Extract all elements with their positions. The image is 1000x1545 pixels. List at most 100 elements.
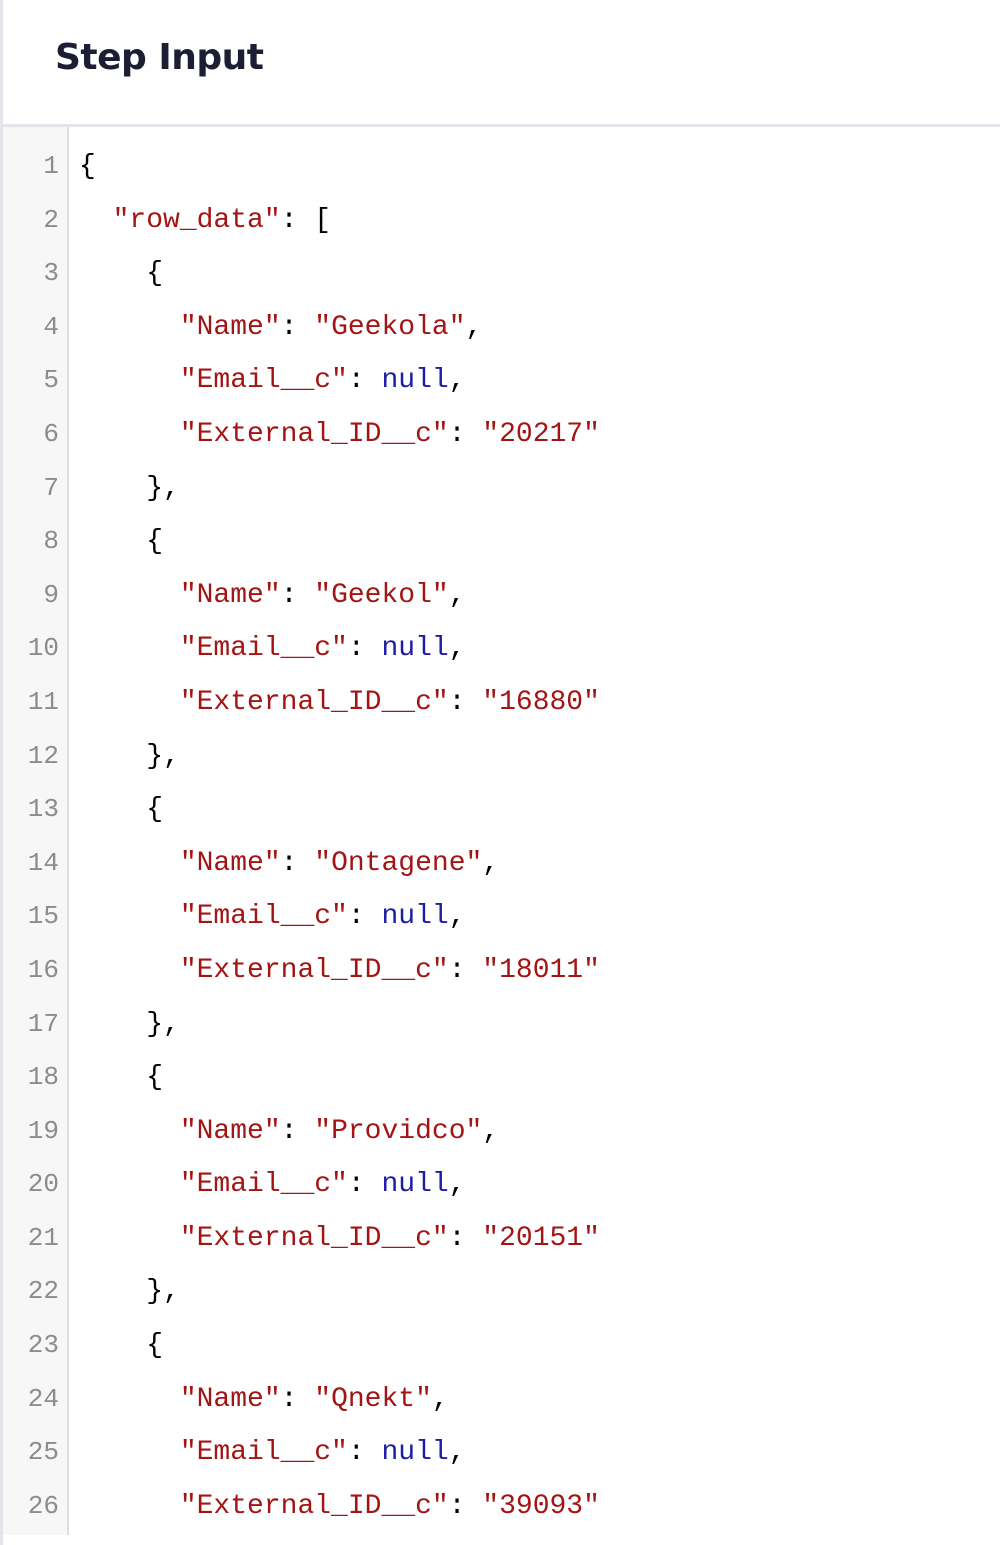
code-line: "Name": "Geekol", — [79, 569, 1000, 623]
line-number: 25 — [27, 1437, 59, 1468]
code-line: { — [79, 140, 1000, 194]
indent — [79, 1009, 146, 1040]
json-punctuation-token: : — [280, 1115, 315, 1147]
json-null-token: null — [381, 1437, 449, 1469]
indent — [79, 205, 113, 236]
json-string-token: "Name" — [179, 1115, 281, 1147]
code-line: { — [79, 1051, 1000, 1105]
json-punctuation-token: : — [347, 633, 382, 665]
json-punctuation-token: }, — [146, 1008, 180, 1040]
json-punctuation-token: : — [448, 686, 483, 718]
line-number: 24 — [27, 1383, 59, 1414]
line-number: 10 — [27, 633, 59, 664]
json-punctuation-token: , — [465, 311, 483, 343]
code-line: { — [79, 1319, 1000, 1373]
json-string-token: "Geekol" — [314, 579, 449, 611]
indent — [79, 419, 180, 450]
json-punctuation-token: : — [347, 1169, 382, 1201]
json-string-token: "39093" — [482, 1490, 600, 1522]
code-line: }, — [79, 462, 1000, 516]
indent — [79, 848, 180, 879]
code-line: "External_ID__c": "20151" — [79, 1212, 1000, 1266]
json-punctuation-token: , — [448, 633, 466, 665]
line-number: 20 — [27, 1169, 59, 1200]
json-string-token: "row_data" — [112, 204, 281, 236]
indent — [79, 580, 180, 611]
line-number: 5 — [43, 365, 59, 396]
indent — [79, 633, 180, 664]
code-line: "Email__c": null, — [79, 890, 1000, 944]
line-number: 2 — [43, 204, 59, 235]
line-number: 14 — [27, 847, 59, 878]
json-string-token: "External_ID__c" — [179, 954, 449, 986]
indent — [79, 365, 180, 396]
json-punctuation-token: , — [431, 1383, 449, 1415]
code-line: "Name": "Qnekt", — [79, 1373, 1000, 1427]
json-string-token: "Email__c" — [179, 1169, 348, 1201]
code-content[interactable]: { "row_data": [ { "Name": "Geekola", "Em… — [69, 127, 1000, 1535]
code-line: }, — [79, 730, 1000, 784]
line-number: 4 — [43, 311, 59, 342]
code-line: "Email__c": null, — [79, 354, 1000, 408]
panel-header: Step Input — [3, 0, 1000, 127]
line-number: 21 — [27, 1222, 59, 1253]
code-line: { — [79, 783, 1000, 837]
json-string-token: "16880" — [482, 686, 600, 718]
indent — [79, 687, 180, 718]
json-punctuation-token: , — [448, 1437, 466, 1469]
json-punctuation-token: : — [347, 365, 382, 397]
line-number: 26 — [27, 1490, 59, 1521]
json-string-token: "External_ID__c" — [179, 1490, 449, 1522]
indent — [79, 794, 146, 825]
line-number: 1 — [43, 151, 59, 181]
indent — [79, 955, 180, 986]
json-punctuation-token: : — [448, 1490, 483, 1522]
code-line: "External_ID__c": "18011" — [79, 944, 1000, 998]
json-string-token: "External_ID__c" — [179, 686, 449, 718]
json-punctuation-token: }, — [146, 472, 180, 504]
json-null-token: null — [381, 1169, 449, 1201]
indent — [79, 1276, 146, 1307]
json-punctuation-token: { — [146, 258, 164, 290]
code-line: "Email__c": null, — [79, 622, 1000, 676]
json-string-token: "Geekola" — [314, 311, 466, 343]
line-number: 6 — [43, 418, 59, 449]
line-number: 18 — [27, 1062, 59, 1093]
json-string-token: "Email__c" — [179, 633, 348, 665]
indent — [79, 1437, 180, 1468]
indent — [79, 473, 146, 504]
json-string-token: "Ontagene" — [314, 847, 483, 879]
code-line: { — [79, 247, 1000, 301]
indent — [79, 1062, 146, 1093]
indent — [79, 1223, 180, 1254]
line-number: 11 — [27, 686, 59, 717]
json-punctuation-token: : — [448, 1222, 483, 1254]
indent — [79, 1169, 180, 1200]
line-number: 23 — [27, 1330, 59, 1361]
indent — [79, 901, 180, 932]
indent — [79, 1384, 180, 1415]
json-punctuation-token: , — [448, 901, 466, 933]
json-punctuation-token: { — [146, 1330, 164, 1362]
json-punctuation-token: : — [280, 847, 315, 879]
indent — [79, 1330, 146, 1361]
json-punctuation-token: , — [482, 1115, 500, 1147]
code-line: "row_data": [ — [79, 194, 1000, 248]
json-null-token: null — [381, 901, 449, 933]
json-punctuation-token: : — [280, 311, 315, 343]
json-string-token: "Email__c" — [179, 1437, 348, 1469]
code-line: { — [79, 515, 1000, 569]
json-punctuation-token: }, — [146, 1276, 180, 1308]
json-string-token: "20151" — [482, 1222, 600, 1254]
json-null-token: null — [381, 633, 449, 665]
json-punctuation-token: { — [146, 1062, 164, 1094]
code-line: "External_ID__c": "39093" — [79, 1480, 1000, 1534]
json-punctuation-token: { — [146, 794, 164, 826]
code-line: "Email__c": null, — [79, 1158, 1000, 1212]
json-string-token: "Name" — [179, 579, 281, 611]
json-string-token: "Providco" — [314, 1115, 483, 1147]
json-punctuation-token: }, — [146, 740, 180, 772]
json-string-token: "Name" — [179, 847, 281, 879]
